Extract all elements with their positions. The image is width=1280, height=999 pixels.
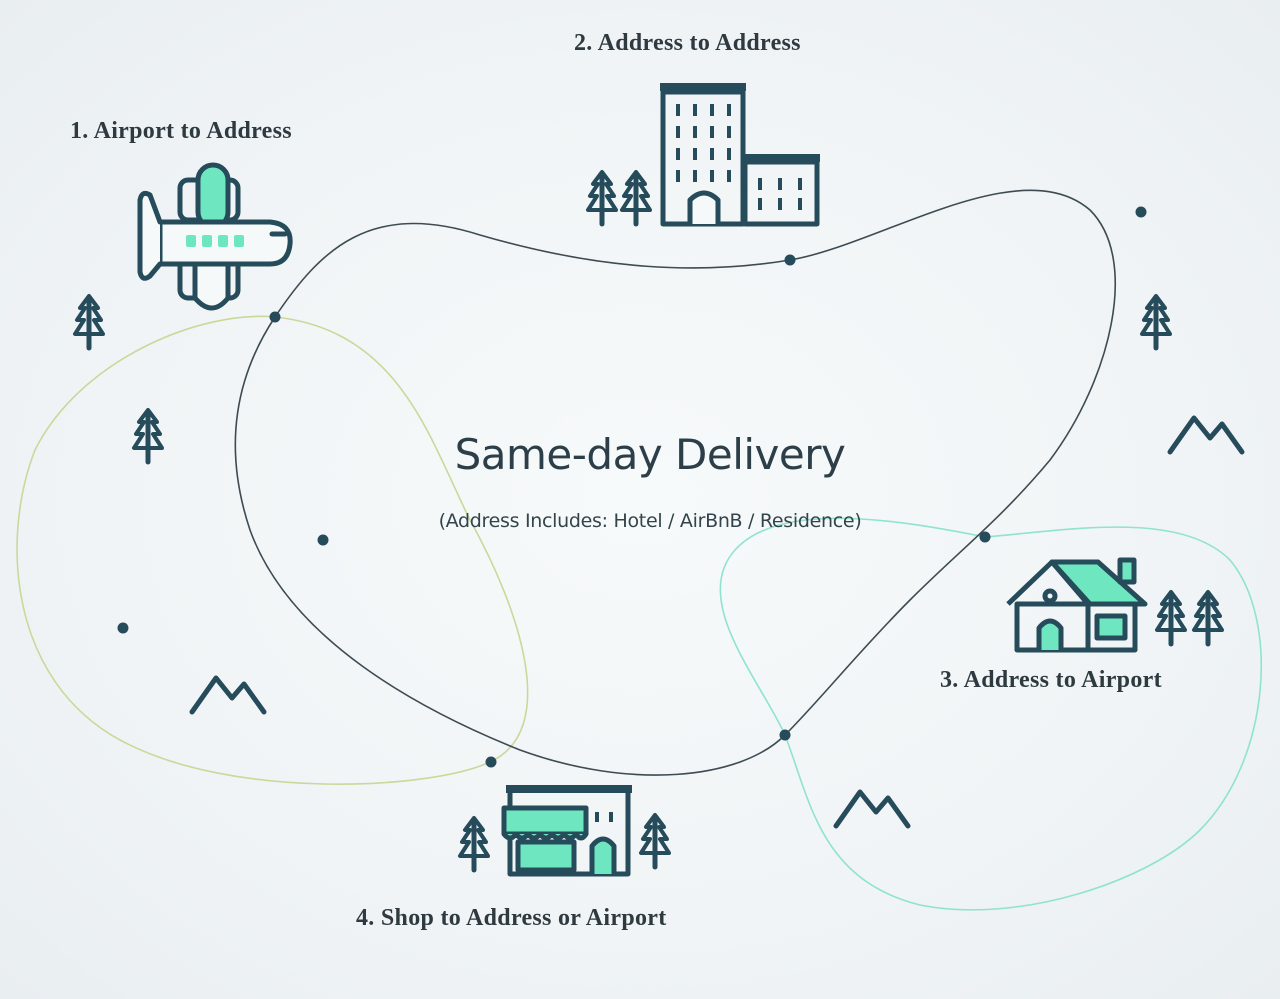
tree-icon	[1142, 296, 1170, 348]
stop-4-label: 4. Shop to Address or Airport	[356, 905, 667, 931]
route-mint	[719, 517, 1262, 911]
decor-dot	[117, 622, 129, 634]
tree-icon	[1157, 592, 1185, 644]
tree-icon	[588, 172, 616, 224]
shop-icon	[501, 785, 632, 877]
mountains-icon	[836, 792, 908, 826]
decor-dot	[1135, 206, 1147, 218]
tree-icon	[460, 818, 488, 870]
decor-dot	[317, 534, 329, 546]
route-stop-dot	[784, 254, 796, 266]
route-dark	[234, 189, 1116, 776]
diagram-title: Same-day Delivery	[454, 430, 846, 479]
route-stop-dot	[269, 311, 281, 323]
route-stop-dot	[979, 531, 991, 543]
hotel-building-icon	[660, 83, 820, 227]
stop-2-label: 2. Address to Address	[574, 30, 801, 56]
stop-1-label: 1. Airport to Address	[70, 118, 292, 144]
tree-icon	[75, 296, 103, 348]
diagram-subtitle: (Address Includes: Hotel / AirBnB / Resi…	[438, 510, 862, 532]
route-olive	[16, 315, 529, 785]
route-stop-dot	[779, 729, 791, 741]
route-stop-dot	[485, 756, 497, 768]
tree-icon	[622, 172, 650, 224]
airplane-icon	[137, 162, 293, 311]
stop-3-label: 3. Address to Airport	[940, 667, 1162, 693]
tree-icon	[1194, 592, 1222, 644]
mountains-icon	[192, 678, 264, 712]
house-icon	[1006, 557, 1148, 653]
tree-icon	[641, 815, 669, 867]
